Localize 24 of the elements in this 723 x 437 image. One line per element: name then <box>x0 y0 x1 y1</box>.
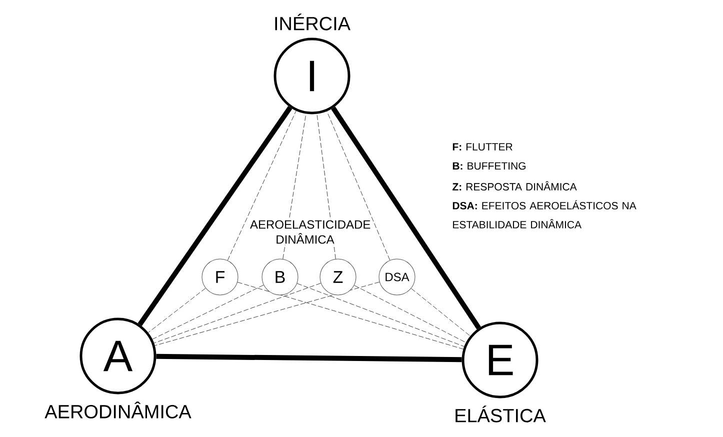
title-label: AEROELASTICIDADE DINÂMICA <box>249 219 370 245</box>
dashed-line <box>227 110 296 261</box>
dashed-line <box>354 285 466 343</box>
dashed-line <box>154 282 322 344</box>
dashed-line <box>296 283 464 347</box>
dashed-line <box>154 282 380 346</box>
node-label: INÉRCIA <box>275 14 350 30</box>
legend-text: DSA: EFEITOS AEROELÁSTICOS NA ESTABILIDADE DINÂMICA <box>452 200 636 228</box>
dashed-line <box>237 282 464 350</box>
dashed-line <box>152 284 264 340</box>
circle-node: E ELÁSTICA <box>456 322 546 422</box>
thick-line <box>156 354 462 362</box>
dashed-line <box>148 288 206 333</box>
circle-node: A AERODINÂMICA <box>44 318 192 418</box>
node-label: ELÁSTICA <box>456 406 546 422</box>
node-label: AERODINÂMICA <box>44 402 192 418</box>
thick-line <box>138 106 292 326</box>
dashed-line <box>411 288 470 336</box>
legend-text: B: BUFFETING <box>452 162 526 170</box>
dashed-line <box>326 111 390 260</box>
thick-line <box>331 106 481 330</box>
legend-text: F: FLUTTER <box>452 143 512 151</box>
legend-text: Z: RESPOSTA DINÂMICA <box>452 181 577 190</box>
circle-node: INÉRCIA I <box>274 14 350 114</box>
